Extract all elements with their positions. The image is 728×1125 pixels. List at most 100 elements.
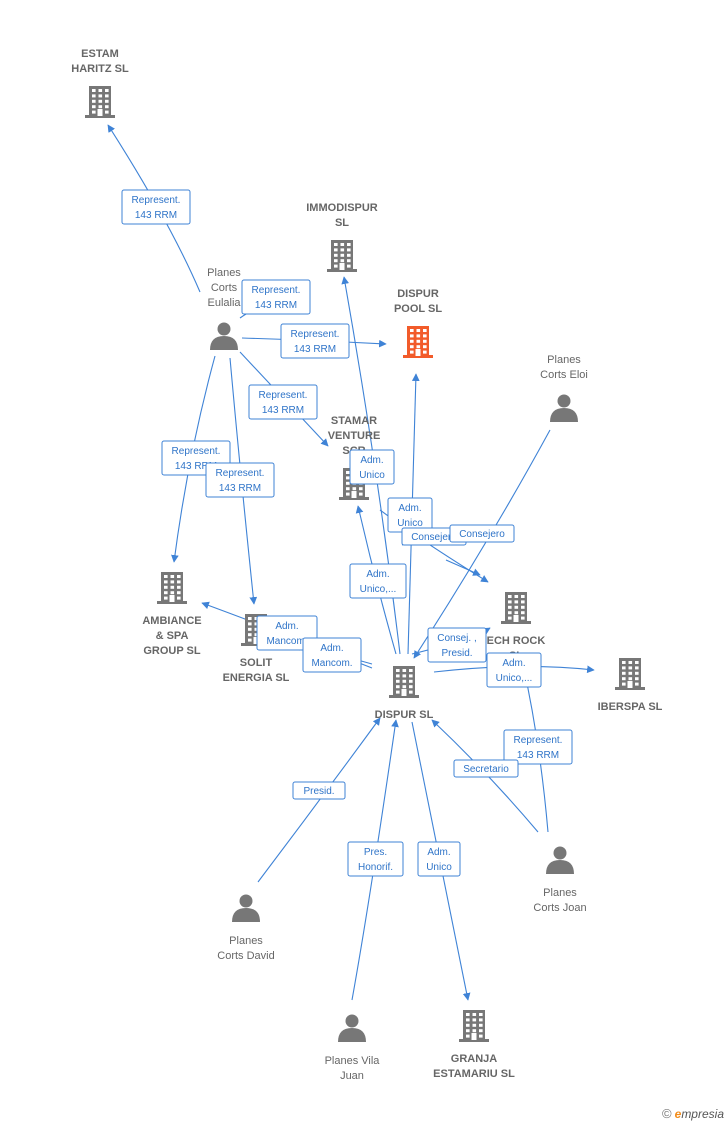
edge-label-e6[interactable]: Represent. 143 RRM: [205, 462, 275, 498]
node-label: DISPUR: [397, 288, 439, 300]
edge-label-box: [347, 841, 404, 877]
edge-label-text: 143 RRM: [255, 300, 297, 311]
edge-label-e16[interactable]: Represent.143 RRM: [503, 729, 573, 765]
edge-label-e18[interactable]: Presid.: [292, 781, 346, 800]
node-label: Corts: [211, 282, 238, 294]
building-icon: [157, 572, 187, 604]
edge-label-text: Presid.: [303, 786, 334, 797]
edge-label-text: Presid.: [441, 648, 472, 659]
edge-label-text: Mancom.: [266, 636, 307, 647]
edge-label-e19[interactable]: Pres. Honorif.: [347, 841, 404, 877]
edge-label-text: Represent.: [216, 468, 265, 479]
building-icon: [501, 592, 531, 624]
person-icon: [210, 322, 238, 350]
person-icon: [232, 894, 260, 922]
node-label: IBERSPA SL: [598, 701, 663, 713]
building-icon: [459, 1010, 489, 1042]
node-techrock[interactable]: ECH ROCKSL: [487, 592, 546, 662]
edge-label-text: Unico: [397, 518, 423, 529]
node-label: Planes: [229, 935, 263, 947]
node-label: POOL SL: [394, 303, 442, 315]
edge-label-text: Honorif.: [358, 862, 393, 873]
edge-label-text: Adm.: [320, 643, 343, 654]
brand-logo-letter: e: [674, 1107, 682, 1121]
edge-label-e12[interactable]: Adm. Mancom.: [256, 615, 318, 651]
node-label: DISPUR SL: [375, 709, 434, 721]
person-icon: [546, 846, 574, 874]
node-label: Juan: [340, 1070, 364, 1082]
edge-label-e20[interactable]: Adm.Unico: [417, 841, 461, 877]
edge-label-text: 143 RRM: [294, 344, 336, 355]
edge-label-e17[interactable]: Secretario: [453, 759, 519, 778]
node-label: IMMODISPUR: [306, 202, 378, 214]
node-dispur[interactable]: DISPUR SL: [375, 666, 434, 721]
edge-label-e13[interactable]: Adm. Mancom.: [302, 637, 362, 673]
edge-label-text: Unico: [359, 470, 385, 481]
node-iberspa[interactable]: IBERSPA SL: [598, 658, 663, 713]
edge-label-e1[interactable]: Represent. 143 RRM: [121, 189, 191, 225]
edge-label-text: Represent.: [259, 390, 308, 401]
edge-label-e7[interactable]: Adm.Unico: [349, 449, 395, 485]
edge-label-text: Pres.: [364, 847, 387, 858]
building-icon: [615, 658, 645, 690]
building-icon: [403, 326, 433, 358]
edge-label-e8[interactable]: Adm. Unico: [387, 497, 433, 533]
edge-label-text: Adm.: [398, 503, 421, 514]
edge-label-box: [248, 384, 318, 420]
edge-label-text: 143 RRM: [135, 210, 177, 221]
edge-label-text: Secretario: [463, 764, 509, 775]
edge-label-text: Adm.: [275, 621, 298, 632]
edge-label-e14[interactable]: Consej. ,Presid.: [427, 627, 487, 663]
edge-label-e3[interactable]: Represent. 143 RRM: [280, 323, 350, 359]
edge-label-e2[interactable]: Represent. 143 RRM: [241, 279, 311, 315]
edge-label-text: Adm.: [502, 658, 525, 669]
building-icon: [327, 240, 357, 272]
edge-label-text: 143 RRM: [175, 461, 217, 472]
edge-label-text: Consejero: [459, 529, 505, 540]
building-icon: [389, 666, 419, 698]
node-label: Corts David: [217, 950, 274, 962]
node-label: GROUP SL: [143, 645, 201, 657]
empresia-brand[interactable]: ©empresia: [662, 1106, 724, 1121]
edge-label-box: [241, 279, 311, 315]
node-label: Corts Joan: [533, 902, 586, 914]
edge-label-text: Unico,...: [360, 584, 397, 595]
edge-label-box: [349, 563, 407, 599]
node-label: ENERGIA SL: [223, 672, 290, 684]
node-label: Planes: [207, 267, 241, 279]
edge-label-box: [453, 759, 519, 778]
edge-label-box: [349, 449, 395, 485]
node-dispurpool[interactable]: DISPUR POOL SL: [394, 288, 442, 358]
edge-e18: [257, 717, 381, 883]
edge-label-box: [280, 323, 350, 359]
edge-label-e10[interactable]: Consejero: [449, 524, 515, 543]
edge-e19: [351, 719, 399, 1001]
edge-label-box: [427, 627, 487, 663]
edge-label-text: Represent.: [252, 285, 301, 296]
edge-label-text: Represent.: [291, 329, 340, 340]
edge-label-e15[interactable]: Adm.Unico,...: [486, 652, 542, 688]
node-label: Eulalia: [207, 297, 241, 309]
edge-label-e4[interactable]: Represent. 143 RRM: [248, 384, 318, 420]
edge-label-text: Mancom.: [311, 658, 352, 669]
edge-label-box: [503, 729, 573, 765]
node-label: Planes: [547, 354, 581, 366]
brand-name: mpresia: [681, 1107, 724, 1121]
copyright-symbol: ©: [662, 1106, 672, 1121]
edge-label-e11[interactable]: Adm. Unico,...: [349, 563, 407, 599]
edge-label-text: 143 RRM: [219, 483, 261, 494]
edge-label-text: 143 RRM: [262, 405, 304, 416]
edge-label-text: Represent.: [132, 195, 181, 206]
edge-label-box: [486, 652, 542, 688]
edge-label-text: Adm.: [366, 569, 389, 580]
node-label: HARITZ SL: [71, 63, 129, 75]
